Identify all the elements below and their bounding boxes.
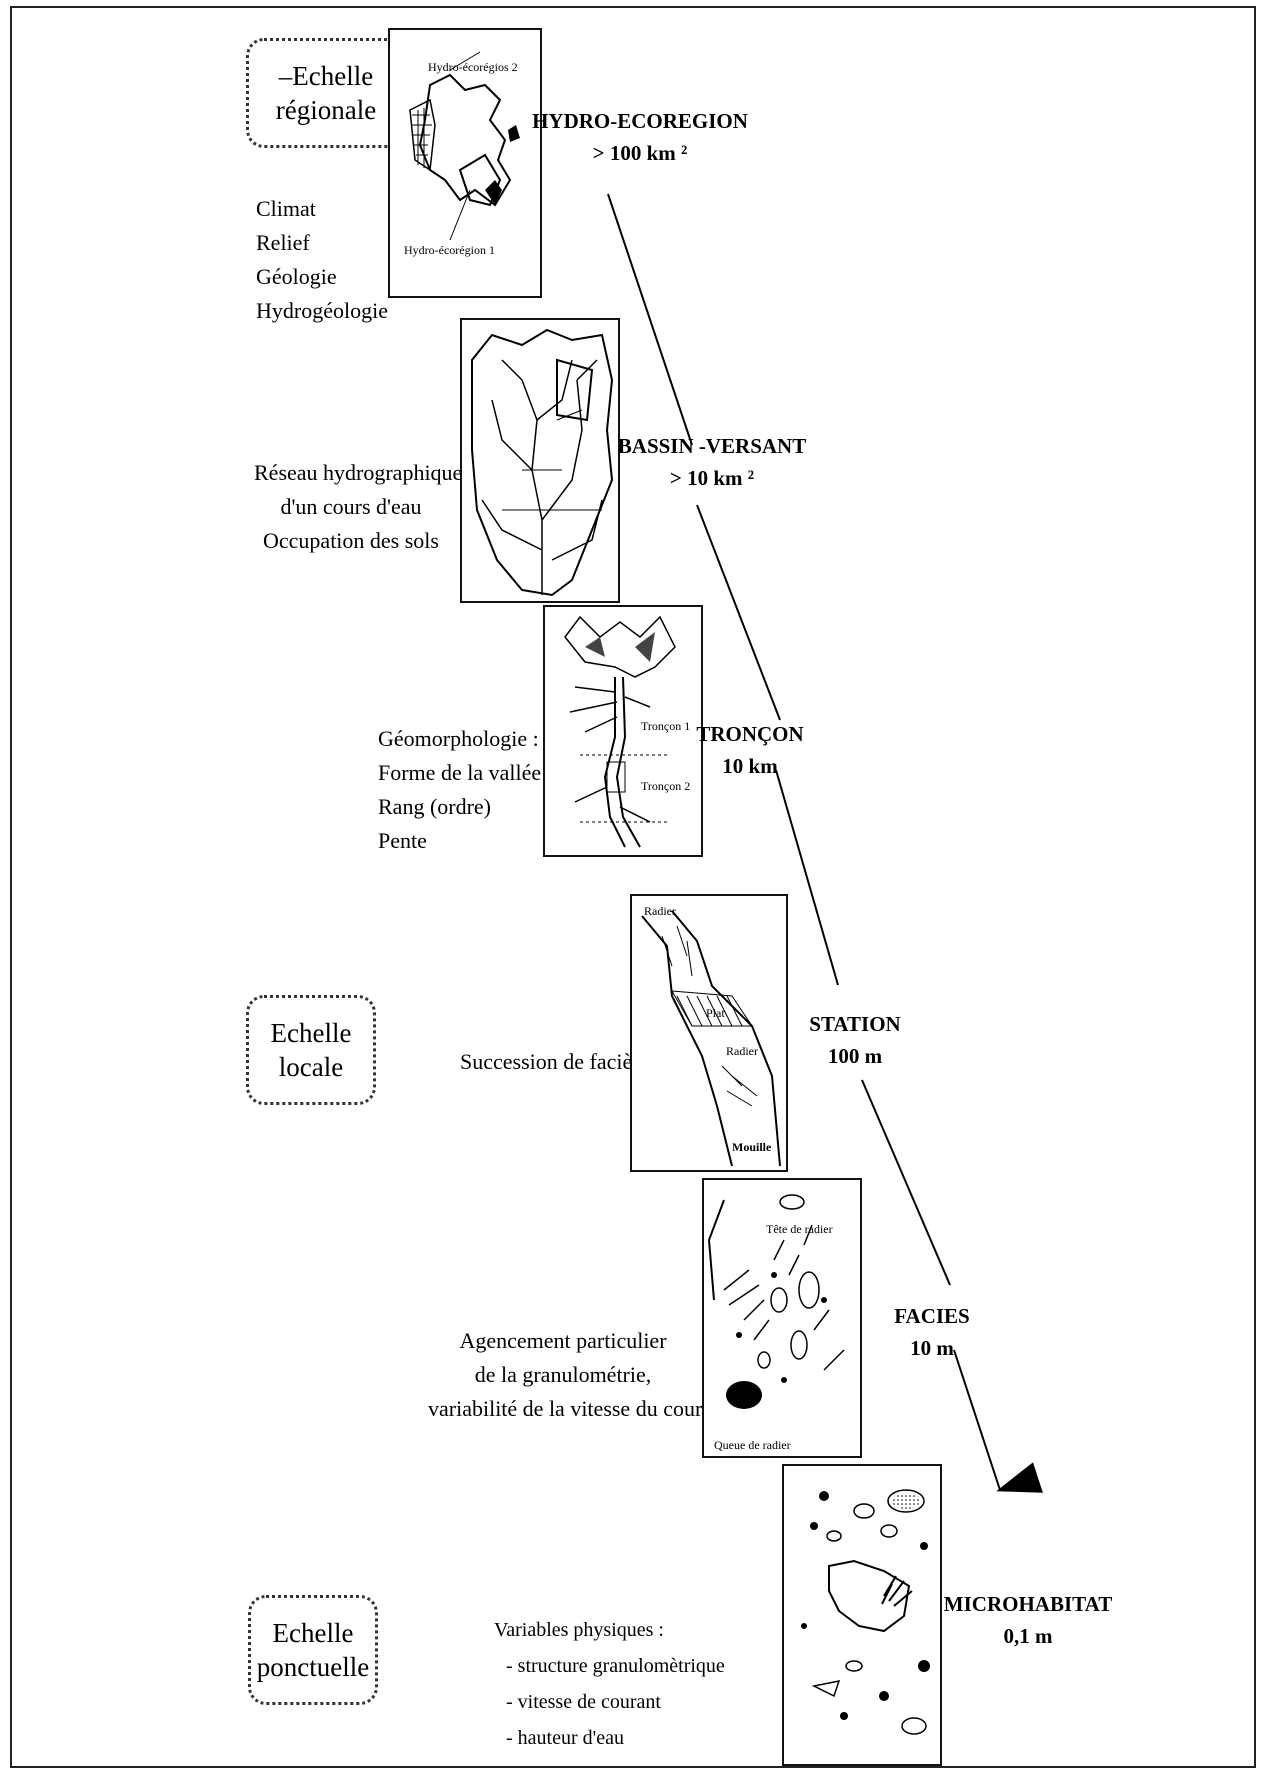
desc-facies: Agencement particulier de la granulométr… <box>428 1324 698 1426</box>
panel-station: Radier Plat Radier Mouille <box>630 894 788 1172</box>
level-facies: FACIES 10 m <box>894 1300 969 1364</box>
level-hydro-ecoregion: HYDRO-ECOREGION > 100 km ² <box>532 105 748 169</box>
label-station-plat: Plat <box>706 1006 725 1021</box>
panel-bassin-versant <box>460 318 620 603</box>
desc-microhabitat: Variables physiques : - structure granul… <box>494 1612 725 1756</box>
station-reach-illustration <box>632 896 788 1172</box>
panel-microhabitat <box>782 1464 942 1766</box>
panel-troncon: Tronçon 1 Tronçon 2 <box>543 605 703 857</box>
microhabitat-illustration <box>784 1466 942 1766</box>
label-hydro-ecoregion-1: Hydro-écorégion 1 <box>404 243 495 258</box>
label-troncon-1: Tronçon 1 <box>641 719 690 734</box>
label-hydro-ecoregion-2: Hydro-écorégios 2 <box>428 60 518 75</box>
desc-station: Succession de faciès <box>460 1045 641 1079</box>
panel-facies: Tête de radier Queue de radier <box>702 1178 862 1458</box>
label-station-radier-1: Radier <box>644 904 676 919</box>
scale-box-regional: –Echelle régionale <box>246 38 406 148</box>
label-tete-de-radier: Tête de radier <box>766 1222 833 1237</box>
panel-hydro-ecoregion: Hydro-écorégios 2 Hydro-écorégion 1 <box>388 28 542 298</box>
scale-box-point: Echelle ponctuelle <box>248 1595 378 1705</box>
label-troncon-2: Tronçon 2 <box>641 779 690 794</box>
level-station: STATION 100 m <box>809 1008 900 1072</box>
desc-bassin-versant: Réseau hydrographique d'un cours d'eau O… <box>254 456 448 558</box>
desc-troncon: Géomorphologie : Forme de la vallée Rang… <box>378 722 541 858</box>
level-microhabitat: MICROHABITAT 0,1 m <box>944 1588 1112 1652</box>
level-bassin-versant: BASSIN -VERSANT > 10 km ² <box>618 430 806 494</box>
watershed-illustration <box>462 320 620 603</box>
desc-hydro-ecoregion: Climat Relief Géologie Hydrogéologie <box>256 192 388 328</box>
label-station-radier-2: Radier <box>726 1044 758 1059</box>
scale-box-local: Echelle locale <box>246 995 376 1105</box>
label-station-mouille: Mouille <box>732 1140 771 1155</box>
level-troncon: TRONÇON 10 km <box>696 718 803 782</box>
label-queue-de-radier: Queue de radier <box>714 1438 791 1453</box>
